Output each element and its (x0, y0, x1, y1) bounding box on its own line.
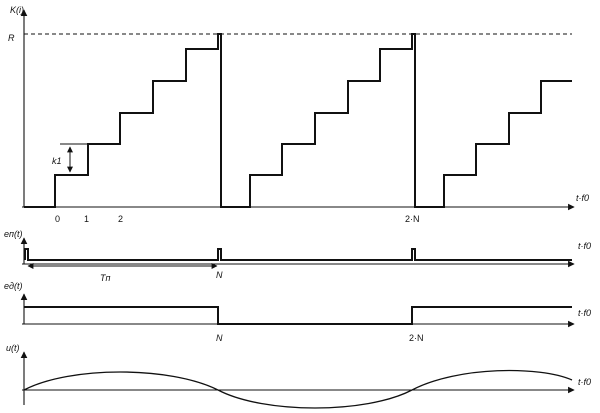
tick-label-0: 0 (55, 214, 60, 224)
square-signal (24, 306, 572, 325)
square-n-label: N (216, 333, 223, 343)
square-panel: eд(t) t·f0 N 2·N (4, 281, 591, 343)
staircase-panel: K(i) t·f0 R k1 0 1 2 2·N (8, 5, 589, 224)
staircase-x-label: t·f0 (576, 193, 589, 203)
sine-y-label: u(t) (6, 343, 20, 353)
pulse-x-label: t·f0 (578, 241, 591, 251)
square-y-label: eд(t) (4, 281, 22, 291)
pulse-signal (24, 248, 572, 261)
staircase-y-label: K(i) (10, 5, 24, 15)
pulse-n-label: N (216, 270, 223, 280)
k1-step-label: k1 (52, 156, 62, 166)
tick-label-2: 2 (118, 214, 123, 224)
staircase-2n-label: 2·N (405, 214, 420, 224)
tick-label-1: 1 (84, 214, 89, 224)
sine-signal (23, 369, 573, 409)
sine-x-label: t·f0 (578, 377, 591, 387)
square-x-label: t·f0 (578, 308, 591, 318)
period-label: Tп (100, 273, 110, 283)
staircase-signal (24, 33, 572, 208)
pulse-panel: eп(t) t·f0 Tп N (4, 229, 591, 283)
sine-panel: u(t) t·f0 (6, 343, 591, 409)
pulse-y-label: eп(t) (4, 229, 22, 239)
r-level-label: R (8, 33, 15, 43)
square-2n-label: 2·N (409, 333, 424, 343)
